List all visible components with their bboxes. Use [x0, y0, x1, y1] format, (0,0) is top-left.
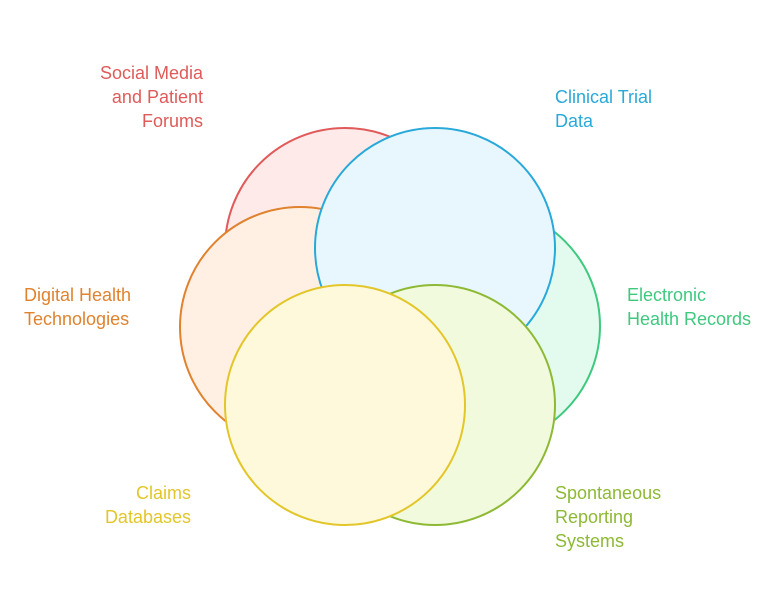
- label-line: Technologies: [24, 309, 130, 329]
- label-line: Electronic: [627, 285, 707, 305]
- label-line: Data: [555, 111, 594, 131]
- label-line: Forums: [141, 111, 203, 131]
- label-spontaneous-reporting: Spontaneous Reporting Systems: [555, 481, 755, 553]
- label-line: Reporting: [555, 507, 634, 527]
- label-claims-databases: Claims Databases: [40, 481, 191, 529]
- label-line: and Patient: [111, 87, 203, 107]
- label-line: Spontaneous: [555, 483, 662, 503]
- label-electronic-health-records: Electronic Health Records: [627, 283, 777, 331]
- label-line: Social Media: [99, 63, 203, 83]
- label-line: Digital Health: [24, 285, 132, 305]
- label-line: Claims: [135, 483, 191, 503]
- label-line: Clinical Trial: [555, 87, 653, 107]
- label-line: Databases: [104, 507, 191, 527]
- label-line: Systems: [555, 531, 625, 551]
- label-clinical-trial: Clinical Trial Data: [555, 85, 755, 133]
- label-line: Health Records: [627, 309, 752, 329]
- claims-databases-circle: [224, 284, 466, 526]
- label-digital-health: Digital Health Technologies: [24, 283, 224, 331]
- label-social-media: Social Media and Patient Forums: [40, 61, 203, 133]
